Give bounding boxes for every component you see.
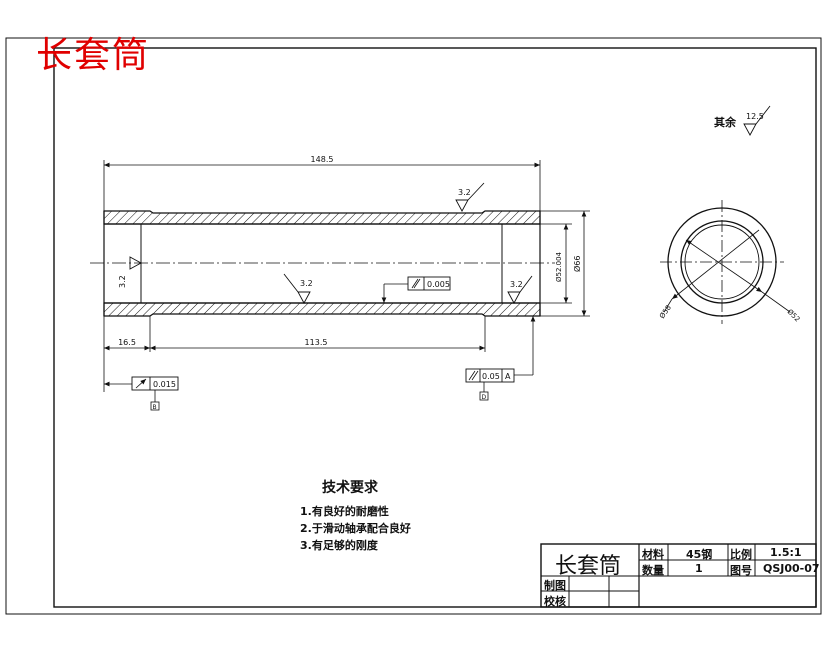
middle-length-text: 113.5 [305,338,328,347]
tech-requirement-item: 3.有足够的刚度 [300,539,378,552]
tech-requirement-item: 1.有良好的耐磨性 [300,505,389,518]
outer-dia-text: Ø66 [572,256,582,272]
parallel-icon [468,370,479,381]
sleeve-section-view [90,210,555,317]
inner-dia-text: Ø52.004 [555,251,563,282]
tech-requirement-item: 2.于滑动轴承配合良好 [300,522,411,535]
roughness-left-bore: 3.2 [118,256,142,288]
dim-diameters: Ø52.004 Ø66 [540,210,590,317]
left-step-text: 16.5 [118,338,136,347]
circle-inner-text: Ø52 [786,308,802,324]
bottom-wall-hatch [103,302,541,317]
quantity-value: 1 [695,562,703,575]
svg-text:0.015: 0.015 [153,380,176,389]
checked-label: 校核 [544,595,566,608]
svg-text:0.005: 0.005 [427,280,450,289]
roughness-bore-right: 3.2 [507,275,533,304]
roughness-rest-symbol: 12.5 [743,105,771,136]
material-label: 材料 [642,548,664,561]
drawing-red-title: 长套筒 [36,35,151,76]
scale-label: 比例 [730,548,752,561]
svg-text:A: A [505,372,511,381]
tolerance-cylindricity: 0.005 [381,276,451,303]
runout-icon [135,378,147,389]
outer-border [5,37,822,615]
drawn-label: 制图 [544,579,566,592]
datum-d-box [479,391,489,401]
svg-text:3.2: 3.2 [458,188,471,197]
datum-b-box [150,401,160,411]
svg-text:12.5: 12.5 [746,112,764,121]
cylindricity-icon [411,278,421,289]
dim-overall-length: 148.5 [103,155,541,211]
dim-bottom-lengths: 16.5 113.5 [103,316,486,392]
material-value: 45钢 [686,548,713,561]
end-view: Ø58 Ø52 [658,200,801,324]
roughness-top: 3.2 [455,182,485,212]
circle-outer-text: Ø58 [658,304,673,320]
quantity-label: 数量 [642,564,664,577]
tech-requirements-title: 技术要求 [322,480,378,496]
rest-roughness-label: 其余 [714,116,736,129]
inner-frame [53,47,817,608]
svg-text:3.2: 3.2 [118,275,127,288]
scale-value: 1.5:1 [770,546,802,559]
drawing-no-label: 图号 [730,564,752,577]
svg-text:B: B [153,404,157,411]
tolerance-runout: 0.015 B [104,376,179,411]
title-block-part-name: 长套筒 [555,554,622,579]
tolerance-parallel: 0.05 A D [465,316,536,401]
svg-text:3.2: 3.2 [300,279,313,288]
svg-text:D: D [482,394,487,401]
svg-text:0.05: 0.05 [482,372,500,381]
top-wall-hatch [103,210,541,225]
svg-text:3.2: 3.2 [510,280,523,289]
drawing-no-value: QSJ00-07 [763,562,820,575]
title-block [540,543,817,608]
overall-length-text: 148.5 [311,155,334,164]
roughness-bore-center: 3.2 [283,273,313,304]
